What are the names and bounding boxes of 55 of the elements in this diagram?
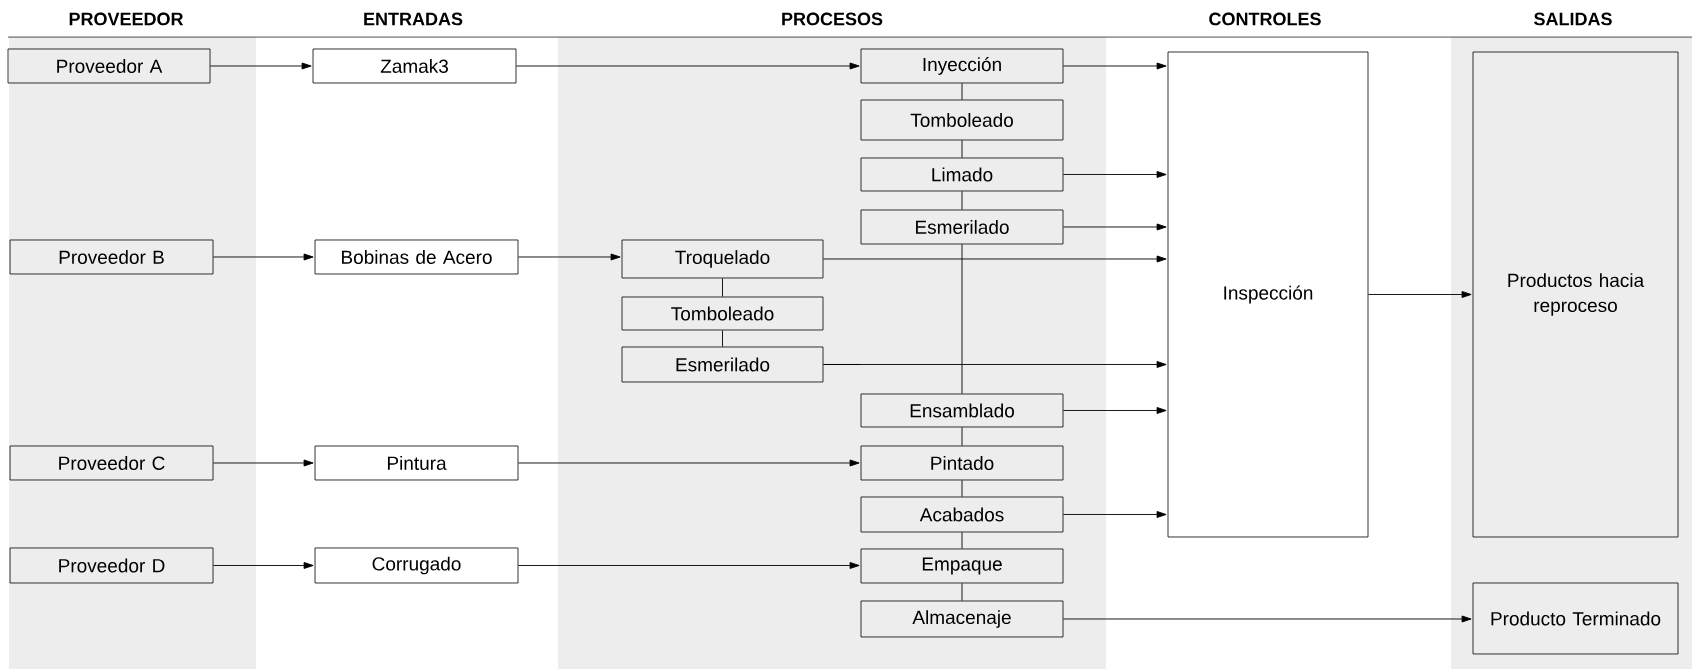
- arrow: [517, 253, 621, 261]
- process-box: Troquelado: [621, 239, 824, 279]
- process-box: Zamak3: [312, 48, 517, 84]
- connector-line: [961, 139, 963, 159]
- arrow: [1062, 223, 1167, 231]
- process-box: Proveedor D: [9, 547, 214, 584]
- arrow: [1367, 291, 1472, 298]
- connector-line: [722, 329, 723, 348]
- process-box: Esmerilado: [621, 346, 824, 383]
- arrow: [517, 459, 860, 467]
- arrow: [1062, 171, 1167, 178]
- column-header: PROCESOS: [782, 12, 883, 26]
- arrow: [1062, 511, 1167, 518]
- arrow: [212, 253, 314, 261]
- process-box: Inyección: [860, 48, 1064, 84]
- process-box: Bobinas de Acero: [314, 239, 519, 275]
- process-box: Tomboleado: [860, 99, 1064, 141]
- connector-line: [961, 82, 963, 101]
- process-box: Proveedor B: [9, 239, 214, 275]
- arrow: [822, 255, 1167, 263]
- column-header: PROVEEDOR: [69, 12, 184, 26]
- connector-line: [961, 479, 963, 498]
- connector-line: [961, 190, 963, 211]
- connector-line: [961, 582, 963, 602]
- arrow: [515, 62, 860, 70]
- process-box: Limado: [860, 157, 1064, 192]
- process-box: Proveedor A: [7, 48, 211, 84]
- arrow: [209, 62, 312, 70]
- arrow: [212, 562, 314, 569]
- connector-line: [822, 364, 862, 365]
- connector-line: [722, 277, 723, 298]
- process-box: Tomboleado: [621, 296, 824, 331]
- process-box: Inspección: [1167, 51, 1369, 538]
- arrow: [1062, 62, 1167, 70]
- process-box: Pintura: [314, 445, 519, 481]
- arrow: [1062, 407, 1167, 414]
- connector-line: [961, 243, 963, 395]
- process-box: Producto Terminado: [1472, 582, 1679, 655]
- process-box: Ensamblado: [860, 393, 1064, 428]
- arrow: [212, 459, 314, 467]
- process-box: Empaque: [860, 548, 1064, 584]
- process-box: Esmerilado: [860, 209, 1064, 245]
- connector-line: [961, 531, 963, 550]
- process-box: Proveedor C: [9, 445, 214, 481]
- process-box: Corrugado: [314, 547, 519, 584]
- arrow: [517, 562, 860, 569]
- process-box: Productos hacia reproceso: [1472, 51, 1679, 538]
- column-header: SALIDAS: [1534, 12, 1612, 26]
- process-box: Acabados: [860, 496, 1064, 533]
- process-box: Pintado: [860, 445, 1064, 481]
- column-header: ENTRADAS: [364, 12, 463, 26]
- arrow: [1062, 615, 1472, 623]
- process-box: Almacenaje: [860, 600, 1064, 638]
- column-header: CONTROLES: [1209, 12, 1321, 26]
- connector-line: [961, 426, 963, 447]
